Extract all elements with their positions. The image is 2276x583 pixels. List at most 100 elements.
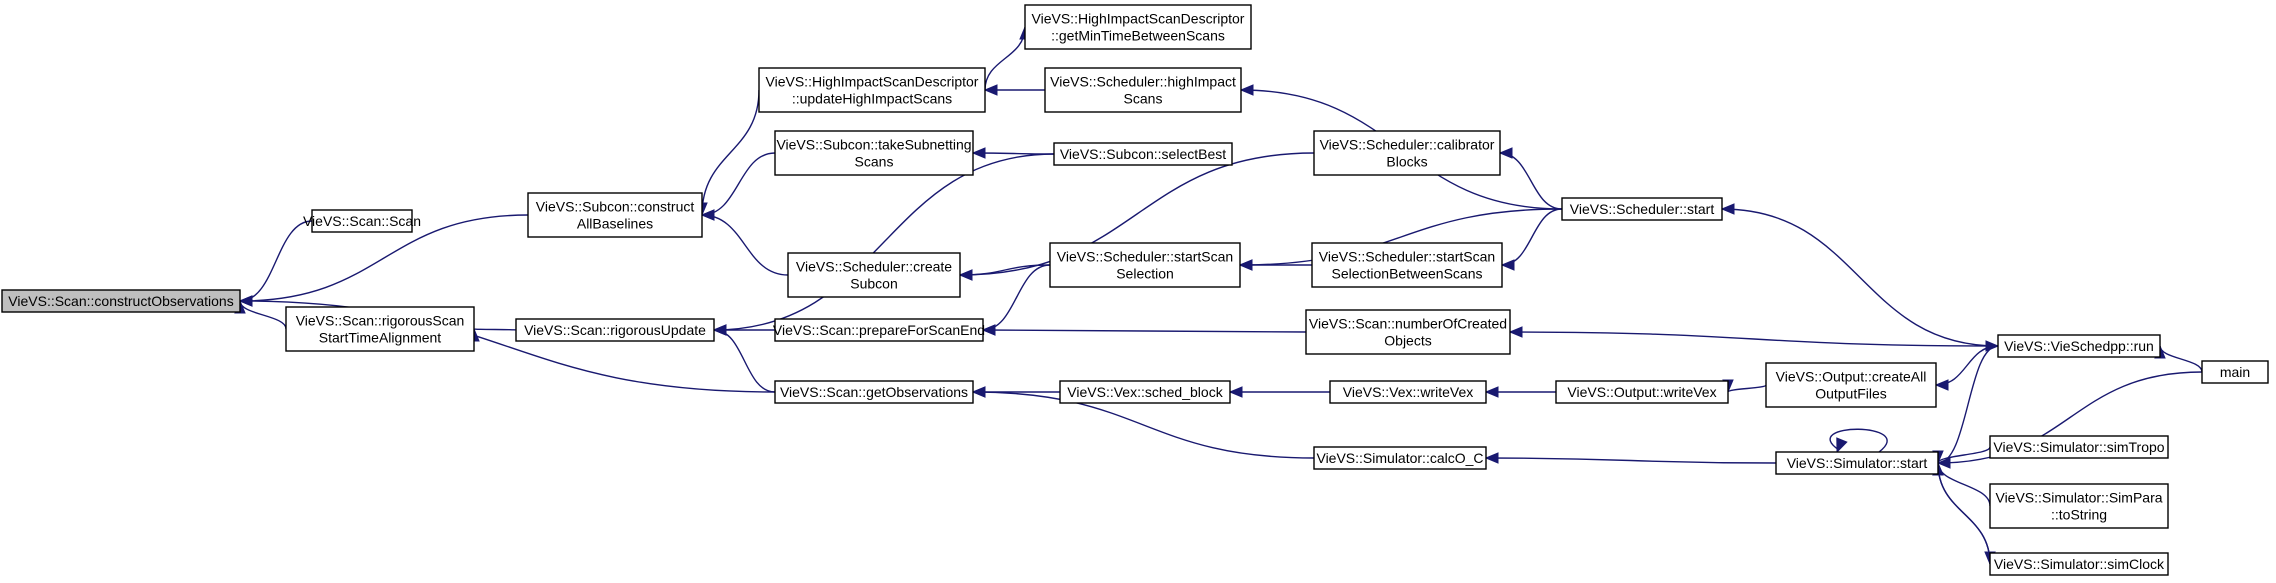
node-simClock[interactable]: VieVS::Simulator::simClock (1989, 552, 2169, 576)
edge-main-to-vieSchedppRun (2154, 344, 2203, 373)
node-label: VieVS::Simulator::simTropo (1993, 439, 2164, 455)
arrow-head (1836, 437, 1848, 454)
node-label: VieVS::Simulator::SimPara (1995, 490, 2162, 506)
edge-hiUpdate-to-hiGetMinTime (984, 25, 1031, 91)
node-schedulerStart[interactable]: VieVS::Scheduler::start (1561, 197, 1723, 221)
node-label: Scans (855, 154, 894, 170)
arrow-head (1238, 259, 1253, 271)
nodes-layer: VieVS::Scan::constructObservationsVieVS:… (1, 4, 2269, 576)
arrow-head (958, 269, 973, 281)
node-vieSchedppRun[interactable]: VieVS::VieSchedpp::run (1997, 334, 2161, 358)
node-label: Objects (1384, 333, 1431, 349)
node-simParaToString[interactable]: VieVS::Simulator::SimPara::toString (1989, 483, 2169, 529)
node-getObservations[interactable]: VieVS::Scan::getObservations (774, 380, 974, 404)
node-rigorousScanStart[interactable]: VieVS::Scan::rigorousScanStartTimeAlignm… (285, 306, 475, 352)
node-label: VieVS::Output::createAll (1776, 369, 1927, 385)
arrow-head (981, 324, 996, 336)
node-simTropo[interactable]: VieVS::Simulator::simTropo (1989, 435, 2169, 459)
node-label: VieVS::Scan::rigorousScan (296, 313, 465, 329)
edge-hiUpdate-to-subconConstructAllBaselines (696, 89, 760, 217)
node-label: VieVS::Vex::sched_block (1067, 384, 1223, 400)
arrow-head (700, 209, 715, 221)
edge-simulatorStart-to-calcOC (1484, 452, 1777, 464)
node-writeVexVex[interactable]: VieVS::Vex::writeVex (1329, 380, 1487, 404)
node-label: VieVS::Simulator::simClock (1994, 556, 2165, 572)
node-constructObservations[interactable]: VieVS::Scan::constructObservations (1, 289, 241, 313)
node-label: VieVS::Subcon::selectBest (1060, 146, 1226, 162)
edge-startScanSelection-to-createSubcon (958, 264, 1051, 281)
edge-rigorousScanStart-to-constructObservations (234, 299, 287, 330)
edge-vieSchedppRun-to-numberOfCreated (1508, 326, 1999, 347)
node-scan[interactable]: VieVS::Scan::Scan (303, 209, 421, 233)
node-label: VieVS::Subcon::construct (536, 199, 695, 215)
node-label: VieVS::Scheduler::startScan (1319, 249, 1495, 265)
node-simulatorStart[interactable]: VieVS::Simulator::start (1775, 451, 1939, 475)
node-label: VieVS::Simulator::start (1787, 455, 1928, 471)
edge-getObservations-to-constructObservations (238, 295, 776, 393)
node-calcOC[interactable]: VieVS::Simulator::calcO_C (1313, 446, 1487, 470)
node-main[interactable]: main (2201, 360, 2269, 384)
node-label: VieVS::Scan::rigorousUpdate (524, 322, 706, 338)
arrow-head (1484, 386, 1499, 398)
edge-createAllOutput-to-outputWriteVex (1722, 379, 1767, 394)
edge-writeVexVex-to-schedBlock (1228, 386, 1330, 398)
edge-schedulerStart-to-startScanSelection (1238, 208, 1563, 271)
edge-vieSchedppRun-to-schedulerStart (1720, 203, 1999, 347)
node-startScanSelBetween[interactable]: VieVS::Scheduler::startScanSelectionBetw… (1311, 242, 1503, 288)
arrow-head (1720, 203, 1735, 215)
node-label: VieVS::Scan::numberOfCreated (1309, 316, 1507, 332)
node-label: VieVS::Scheduler::highImpact (1050, 74, 1236, 90)
node-selectBest[interactable]: VieVS::Subcon::selectBest (1053, 142, 1233, 166)
arrow-head (983, 84, 998, 96)
node-rigorousUpdate[interactable]: VieVS::Scan::rigorousUpdate (515, 318, 715, 342)
node-label: Selection (1116, 266, 1174, 282)
arrow-head (1500, 259, 1515, 271)
node-label: VieVS::Simulator::calcO_C (1316, 450, 1483, 466)
edge-simulatorStart-to-simulatorStart (1829, 428, 1888, 454)
node-label: VieVS::HighImpactScanDescriptor (1032, 11, 1245, 27)
arrow-head (971, 386, 986, 398)
edge-simClock-to-simulatorStart (1932, 461, 1991, 565)
node-prepareForScanEnd[interactable]: VieVS::Scan::prepareForScanEnd (773, 318, 985, 342)
arrow-head (1484, 452, 1499, 464)
arrow-head (1239, 84, 1254, 96)
node-label: VieVS::Scheduler::start (1570, 201, 1715, 217)
node-hiUpdate[interactable]: VieVS::HighImpactScanDescriptor::updateH… (758, 67, 986, 113)
node-label: VieVS::VieSchedpp::run (2004, 338, 2154, 354)
node-label: main (2220, 364, 2250, 380)
edge-schedulerStart-to-calibratorBlocks (1498, 147, 1563, 210)
node-label: VieVS::Vex::writeVex (1343, 384, 1473, 400)
node-outputWriteVex[interactable]: VieVS::Output::writeVex (1555, 380, 1729, 404)
arrow-head (238, 295, 253, 307)
edge-selectBest-to-rigorousUpdate (712, 153, 1055, 336)
edge-rigorousUpdate-to-rigorousScanStart (468, 327, 517, 342)
node-label: Scans (1124, 91, 1163, 107)
edge-schedulerStart-to-startScanSelBetween (1500, 208, 1563, 271)
node-label: VieVS::Scan::constructObservations (8, 293, 233, 309)
node-schedBlock[interactable]: VieVS::Vex::sched_block (1059, 380, 1231, 404)
node-label: Subcon (850, 276, 897, 292)
node-label: VieVS::HighImpactScanDescriptor (766, 74, 979, 90)
edge-getObservations-to-rigorousUpdate (712, 324, 776, 393)
node-label: SelectionBetweenScans (1332, 266, 1483, 282)
edge-vieSchedppRun-to-createAllOutput (1934, 345, 1999, 391)
node-label: VieVS::Subcon::takeSubnetting (776, 137, 971, 153)
node-hiGetMinTime[interactable]: VieVS::HighImpactScanDescriptor::getMinT… (1024, 4, 1252, 50)
node-label: VieVS::Output::writeVex (1567, 384, 1716, 400)
node-label: StartTimeAlignment (319, 330, 442, 346)
edge-scan-to-constructObservations (238, 220, 313, 307)
node-label: ::updateHighImpactScans (792, 91, 952, 107)
edge-simulatorStart-to-vieSchedppRun (1937, 340, 2000, 464)
node-label: Blocks (1386, 154, 1427, 170)
node-label: VieVS::Scan::prepareForScanEnd (773, 322, 985, 338)
arrow-head (712, 324, 727, 336)
